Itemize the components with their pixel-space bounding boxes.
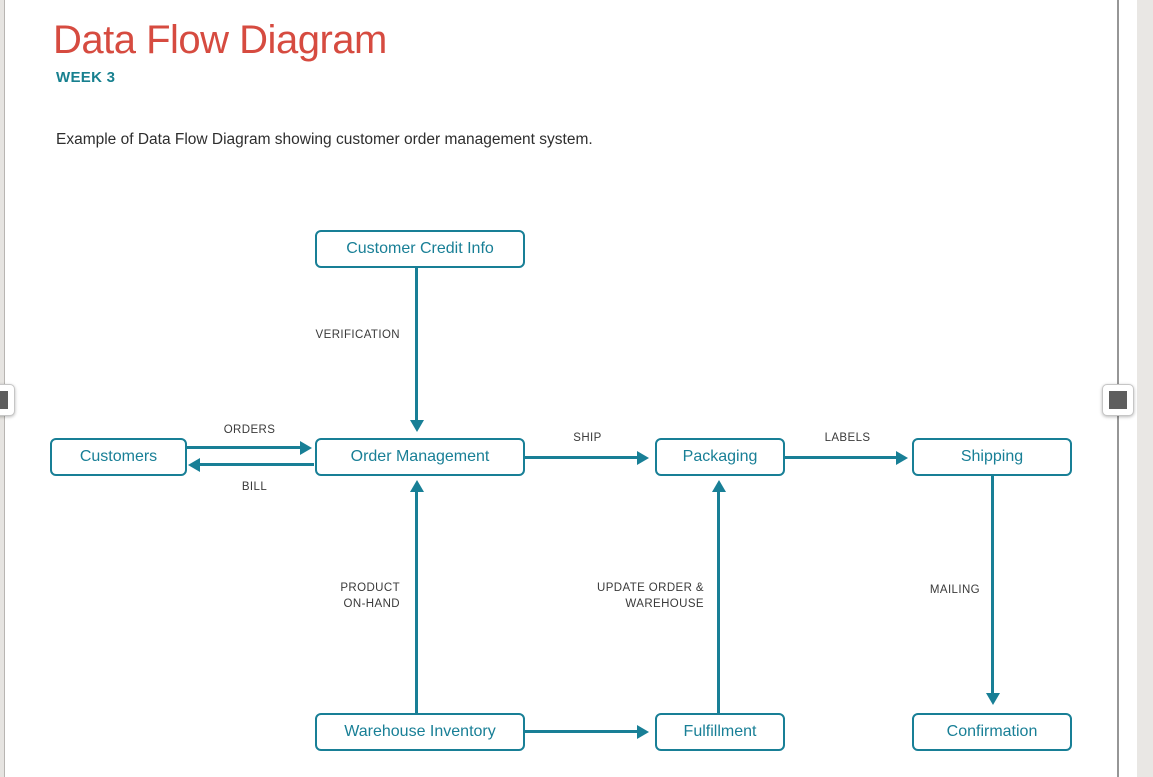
arrowhead-down-icon — [985, 693, 1000, 705]
arrowhead-right-icon — [637, 724, 649, 739]
arrowhead-right-icon — [896, 450, 908, 465]
node-label: Customers — [79, 448, 158, 465]
node-label: Customer Credit Info — [346, 240, 494, 257]
edge-mailing-line — [991, 476, 994, 693]
left-resize-handle[interactable] — [0, 384, 15, 416]
arrowhead-right-icon — [637, 450, 649, 465]
edge-label-line: WAREHOUSE — [625, 598, 704, 610]
edge-label-labels: LABELS — [824, 432, 871, 444]
node-order-management: Order Management — [315, 438, 525, 476]
edge-ship-line — [525, 456, 638, 459]
edge-label-orders: ORDERS — [223, 424, 276, 436]
edge-label-line: ON-HAND — [343, 598, 400, 610]
page-description: Example of Data Flow Diagram showing cus… — [56, 131, 593, 148]
edge-label-product-on-hand: PRODUCT ON-HAND — [300, 580, 400, 612]
right-resize-handle-grip[interactable] — [1109, 391, 1127, 409]
arrowhead-left-icon — [188, 457, 200, 472]
arrowhead-down-icon — [409, 420, 424, 432]
edge-product-on-hand-line — [415, 492, 418, 713]
edge-label-ship: SHIP — [573, 432, 602, 444]
left-resize-handle-grip[interactable] — [0, 391, 8, 409]
node-fulfillment: Fulfillment — [655, 713, 785, 751]
arrowhead-right-icon — [300, 440, 312, 455]
node-label: Fulfillment — [683, 723, 757, 740]
edge-verification-line — [415, 268, 418, 422]
edge-update-order-line — [717, 492, 720, 713]
edge-labels-line — [785, 456, 897, 459]
page-subtitle: WEEK 3 — [56, 69, 116, 86]
node-label: Order Management — [350, 448, 490, 465]
page-title: Data Flow Diagram — [53, 18, 387, 62]
node-confirmation: Confirmation — [912, 713, 1072, 751]
node-label: Packaging — [682, 448, 758, 465]
edge-label-update-order-warehouse: UPDATE ORDER & WAREHOUSE — [554, 580, 704, 612]
node-label: Confirmation — [946, 723, 1038, 740]
edge-label-bill: BILL — [241, 481, 268, 493]
edge-label-mailing: MAILING — [929, 584, 980, 596]
node-customer-credit-info: Customer Credit Info — [315, 230, 525, 268]
edge-orders-line — [187, 446, 301, 449]
edge-bill-line — [200, 463, 314, 466]
node-label: Warehouse Inventory — [344, 723, 496, 740]
node-label: Shipping — [960, 448, 1024, 465]
node-packaging: Packaging — [655, 438, 785, 476]
right-page-margin — [1137, 0, 1153, 777]
edge-label-verification: VERIFICATION — [315, 329, 400, 341]
right-resize-handle[interactable] — [1102, 384, 1134, 416]
node-customers: Customers — [50, 438, 187, 476]
node-warehouse-inventory: Warehouse Inventory — [315, 713, 525, 751]
node-shipping: Shipping — [912, 438, 1072, 476]
arrowhead-up-icon — [409, 480, 424, 492]
edge-label-line: UPDATE ORDER & — [597, 582, 704, 594]
arrowhead-up-icon — [711, 480, 726, 492]
edge-label-line: PRODUCT — [340, 582, 400, 594]
edge-warehouse-fulfillment-line — [525, 730, 638, 733]
